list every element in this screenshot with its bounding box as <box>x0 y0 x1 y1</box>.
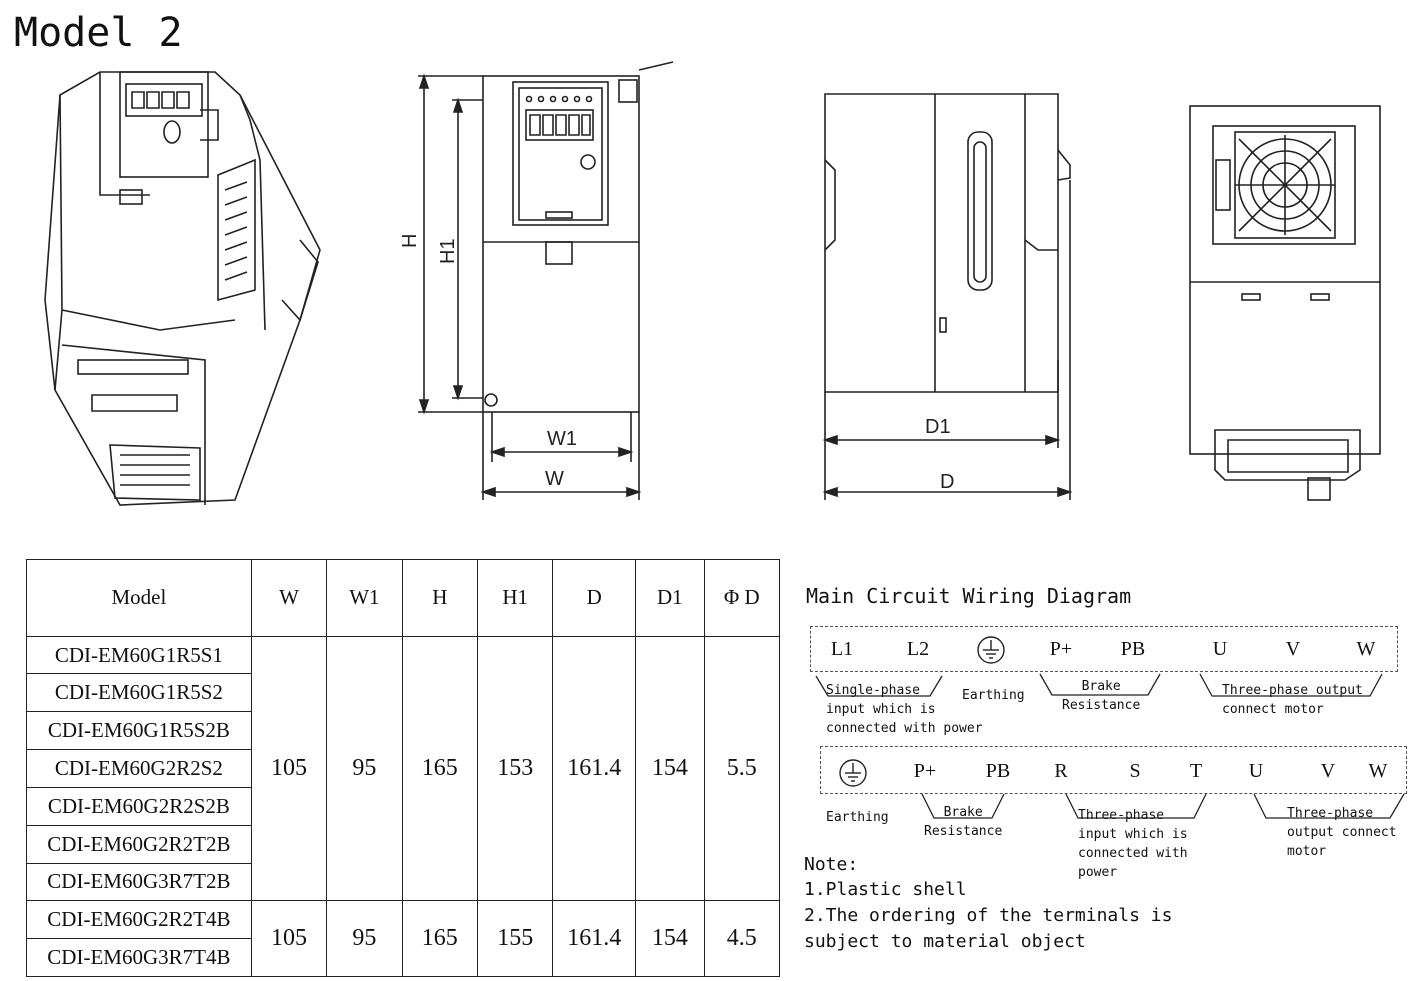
header-d: D <box>552 559 637 637</box>
caption-three-phase-output-2: Three-phase output connect motor <box>1287 806 1397 859</box>
value-cell: 161.4 <box>552 900 637 977</box>
top-view <box>1189 105 1381 501</box>
model-cell: CDI-EM60G2R2T4B <box>26 900 252 940</box>
model-cell: CDI-EM60G1R5S2B <box>26 711 252 751</box>
value-cell: 155 <box>477 900 554 977</box>
terminal-t: T <box>1189 760 1203 782</box>
terminal-pb: PB <box>1120 638 1146 660</box>
value-cell: 4.5 <box>703 900 781 977</box>
caption-three-phase-output-1: Three-phase output connect motor <box>1222 683 1363 717</box>
value-cell: 95 <box>326 635 403 902</box>
value-cell: 105 <box>250 900 328 977</box>
note-heading: Note: <box>804 854 859 875</box>
caption-three-phase-input: Three-phase input which is connected wit… <box>1078 808 1188 880</box>
header-d1: D1 <box>635 559 705 637</box>
header-h1: H1 <box>477 559 554 637</box>
table-row: CDI-EM60G3R7T2B <box>26 862 780 902</box>
side-view <box>822 93 1073 500</box>
value-cell: 165 <box>401 900 479 977</box>
table-header-row: Model W W1 H H1 D D1 Φ D <box>26 559 781 637</box>
dimension-table: Model W W1 H H1 D D1 Φ D CDI-EM60G1R5S1 … <box>26 559 781 977</box>
terminal-u: U <box>1212 638 1228 660</box>
terminal-v: V <box>1320 760 1336 782</box>
terminal-pb: PB <box>985 760 1011 782</box>
header-w1: W1 <box>326 559 403 637</box>
dimension-drawings: H H1 W1 W D1 D <box>44 61 1381 506</box>
header-w: W <box>250 559 328 637</box>
terminal-l1: L1 <box>830 638 854 660</box>
terminal-p-plus: P+ <box>1049 638 1073 660</box>
value-cell: 5.5 <box>703 635 781 902</box>
dim-h-label: H <box>399 234 421 248</box>
table-row: CDI-EM60G1R5S1 105 95 165 153 161.4 154 … <box>26 635 781 902</box>
note-line-3: subject to material object <box>804 931 1086 952</box>
value-cell: 161.4 <box>552 635 637 902</box>
page-title: Model 2 <box>14 10 183 56</box>
dim-d1-label: D1 <box>925 416 951 438</box>
value-cell: 153 <box>477 635 554 902</box>
terminal-l2: L2 <box>906 638 930 660</box>
dim-w1-label: W1 <box>547 428 577 450</box>
earth-icon <box>839 759 867 787</box>
table-row: CDI-EM60G1R5S2 <box>26 673 780 713</box>
caption-single-phase-input: Single-phase input which is connected wi… <box>826 683 983 736</box>
caption-earthing-2: Earthing <box>826 810 889 825</box>
earth-icon <box>977 636 1005 664</box>
value-cell: 154 <box>635 635 705 902</box>
note-line-1: 1.Plastic shell <box>804 879 967 900</box>
terminal-p-plus: P+ <box>913 760 937 782</box>
terminal-r: R <box>1054 760 1068 782</box>
terminal-strip-1 <box>810 626 1398 672</box>
model-cell: CDI-EM60G3R7T2B <box>26 862 252 902</box>
model-cell: CDI-EM60G3R7T4B <box>26 938 252 977</box>
isometric-view <box>44 71 321 506</box>
caption-brake-resistance-1: Brake Resistance <box>1062 679 1141 713</box>
terminal-u: U <box>1248 760 1264 782</box>
note-line-2: 2.The ordering of the terminals is <box>804 905 1173 926</box>
header-phi-d: Φ D <box>703 559 781 637</box>
caption-brake-resistance-2: Brake Resistance <box>924 805 1003 839</box>
value-cell: 105 <box>250 635 328 902</box>
terminal-w: W <box>1368 760 1388 782</box>
terminal-v: V <box>1285 638 1301 660</box>
dim-w-label: W <box>545 468 564 490</box>
caption-earthing-1: Earthing <box>962 688 1025 703</box>
header-model: Model <box>26 559 252 637</box>
wiring-diagram-title: Main Circuit Wiring Diagram <box>806 584 1132 608</box>
table-row: CDI-EM60G3R7T4B <box>26 938 780 977</box>
terminal-s: S <box>1129 760 1141 782</box>
dim-d-label: D <box>940 471 954 493</box>
value-cell: 95 <box>326 900 403 977</box>
terminal-strip-2 <box>820 746 1407 794</box>
value-cell: 165 <box>401 635 479 902</box>
table-row: CDI-EM60G2R2T4B 105 95 165 155 161.4 154… <box>26 900 781 977</box>
table-row: CDI-EM60G1R5S2B <box>26 711 780 751</box>
model-cell: CDI-EM60G1R5S1 <box>26 635 252 675</box>
front-view <box>418 61 674 500</box>
terminal-w: W <box>1356 638 1376 660</box>
model-cell: CDI-EM60G1R5S2 <box>26 673 252 713</box>
dim-h1-label: H1 <box>437 238 459 264</box>
